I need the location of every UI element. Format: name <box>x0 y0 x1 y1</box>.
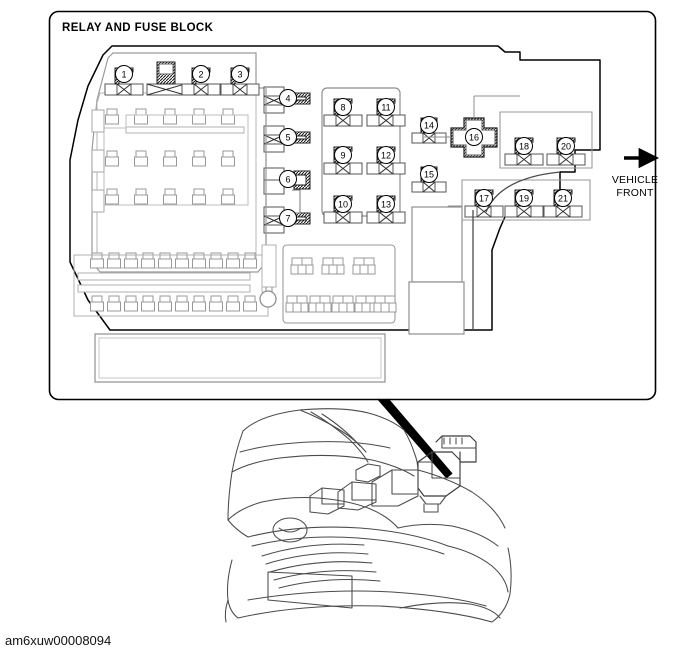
callout-number: 15 <box>424 170 434 180</box>
callout-2: 2 <box>192 65 210 83</box>
left-fuse-grid-upper <box>91 108 249 213</box>
callout-number: 5 <box>285 133 290 143</box>
callout-number: 13 <box>381 200 391 210</box>
callout-number: 8 <box>340 103 345 113</box>
callout-bubble <box>515 137 533 155</box>
callout-number: 4 <box>285 94 290 104</box>
callout-20: 20 <box>557 137 575 155</box>
right-module-boxes <box>408 171 561 335</box>
callout-3: 3 <box>231 65 249 83</box>
panel-title: RELAY AND FUSE BLOCK <box>62 22 214 34</box>
callout-bubble <box>334 146 352 164</box>
relay-group-vertical-column <box>263 86 311 262</box>
callout-number: 12 <box>381 151 391 161</box>
callout-bubble <box>515 189 533 207</box>
callout-number: 14 <box>424 121 434 131</box>
vehicle-front-indicator: VEHICLE FRONT <box>612 147 659 199</box>
callout-4: 4 <box>279 89 297 107</box>
callout-bubble <box>279 128 297 146</box>
callout-number: 17 <box>479 194 489 204</box>
callout-10: 10 <box>334 195 352 213</box>
callout-12: 12 <box>377 146 395 164</box>
callout-18: 18 <box>515 137 533 155</box>
callout-17: 17 <box>475 189 493 207</box>
callout-bubble <box>334 98 352 116</box>
callout-number: 21 <box>558 194 568 204</box>
vehicle-front-label-line1: VEHICLE <box>612 174 658 186</box>
callout-number: 10 <box>338 200 348 210</box>
callout-7: 7 <box>279 209 297 227</box>
relay-group-top-row <box>104 61 260 96</box>
callout-1: 1 <box>115 65 133 83</box>
callout-15: 15 <box>420 165 438 183</box>
callout-bubble <box>231 65 249 83</box>
callout-13: 13 <box>377 195 395 213</box>
callout-bubble <box>420 116 438 134</box>
callout-bubble <box>554 189 572 207</box>
callout-14: 14 <box>420 116 438 134</box>
lower-fuse-grid-right <box>282 244 397 324</box>
leader-line <box>377 398 453 479</box>
callout-5: 5 <box>279 128 297 146</box>
left-fuse-grid-lower <box>73 244 277 317</box>
callout-number: 2 <box>198 70 203 80</box>
callout-number: 16 <box>469 133 479 143</box>
vehicle-front-illustration <box>224 408 512 623</box>
callout-bubble <box>465 128 483 146</box>
callout-number: 3 <box>237 70 242 80</box>
vehicle-front-label-line2: FRONT <box>616 187 654 199</box>
callout-number: 19 <box>519 194 529 204</box>
fuse-block-cover-area <box>94 333 386 383</box>
callout-number: 18 <box>519 142 529 152</box>
callout-number: 1 <box>121 70 126 80</box>
callout-bubble <box>557 137 575 155</box>
callout-number: 7 <box>285 214 290 224</box>
callout-bubble <box>279 89 297 107</box>
callout-number: 6 <box>285 175 290 185</box>
figure-caption: am6xuw00008094 <box>5 633 111 648</box>
relay-group-18-20 <box>499 111 593 169</box>
callout-21: 21 <box>554 189 572 207</box>
callout-bubble <box>475 189 493 207</box>
callout-bubble <box>420 165 438 183</box>
callout-16: 16 <box>465 128 483 146</box>
callout-number: 9 <box>340 151 345 161</box>
callout-bubble <box>279 209 297 227</box>
relay-group-8-13 <box>321 87 406 224</box>
callout-number: 20 <box>561 142 571 152</box>
callout-bubble <box>377 98 395 116</box>
callout-bubble <box>192 65 210 83</box>
relay-unnumbered-a <box>146 61 186 96</box>
callout-bubble <box>334 195 352 213</box>
callout-bubble <box>279 170 297 188</box>
callout-11: 11 <box>377 98 395 116</box>
callout-9: 9 <box>334 146 352 164</box>
callout-6: 6 <box>279 170 297 188</box>
callout-number: 11 <box>381 103 390 113</box>
callout-19: 19 <box>515 189 533 207</box>
callout-bubble <box>377 195 395 213</box>
callout-8: 8 <box>334 98 352 116</box>
callout-bubble <box>115 65 133 83</box>
callout-bubble <box>377 146 395 164</box>
